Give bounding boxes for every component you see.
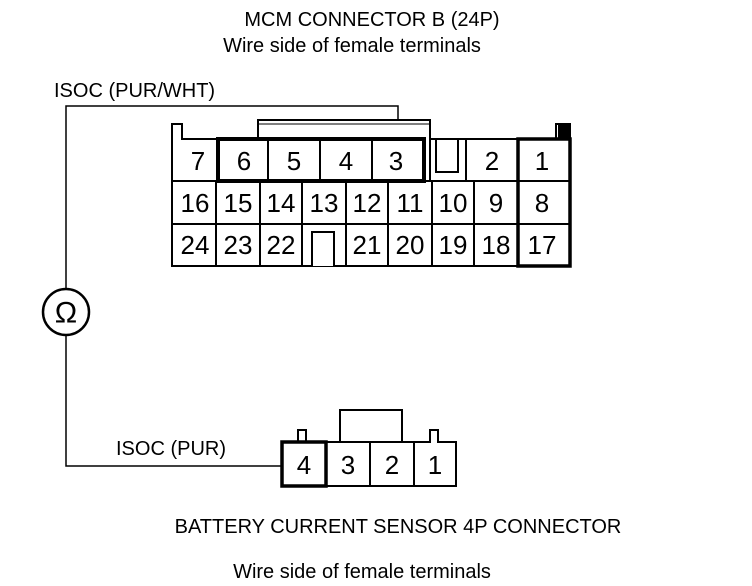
mcm-pin-3: 3	[389, 146, 403, 176]
mcm-pin-22: 22	[267, 230, 296, 260]
ohmmeter-icon: Ω	[41, 287, 91, 337]
mcm-pin-14: 14	[267, 188, 296, 218]
sensor-pin-1: 1	[428, 450, 442, 480]
mcm-wire-label: ISOC (PUR/WHT)	[54, 80, 215, 102]
mcm-pin-13: 13	[310, 188, 339, 218]
mcm-pin-16: 16	[181, 188, 210, 218]
mcm-pin-10: 10	[439, 188, 468, 218]
mcm-pin-7: 7	[191, 146, 205, 176]
sensor-connector-title: BATTERY CURRENT SENSOR 4P CONNECTOR	[175, 516, 622, 538]
mcm-pin-6: 6	[237, 146, 251, 176]
mcm-pin-21: 21	[353, 230, 382, 260]
mcm-connector-b: 7 6 5 4 3 2 1 16 15 14 13 12 11 10 9 8 2…	[171, 119, 572, 268]
sensor-pin-4: 4	[297, 450, 311, 480]
mcm-pin-11: 11	[397, 188, 424, 218]
mcm-connector-title: MCM CONNECTOR B (24P)	[244, 9, 499, 31]
mcm-pin-17: 17	[528, 230, 557, 260]
sensor-wire-label: ISOC (PUR)	[116, 438, 226, 460]
mcm-pin-23: 23	[224, 230, 253, 260]
ohm-symbol: Ω	[55, 297, 77, 330]
mcm-pin-15: 15	[224, 188, 253, 218]
sensor-pin-2: 2	[385, 450, 399, 480]
mcm-pin-24: 24	[181, 230, 210, 260]
mcm-pin-20: 20	[396, 230, 425, 260]
battery-current-sensor-connector: 4 3 2 1	[280, 409, 457, 488]
sensor-pin-3: 3	[341, 450, 355, 480]
mcm-pin-18: 18	[482, 230, 511, 260]
mcm-pin-1: 1	[535, 146, 549, 176]
mcm-connector-subtitle: Wire side of female terminals	[223, 35, 481, 57]
mcm-pin-12: 12	[353, 188, 382, 218]
mcm-pin-8: 8	[535, 188, 549, 218]
mcm-pin-19: 19	[439, 230, 468, 260]
mcm-pin-9: 9	[489, 188, 503, 218]
mcm-pin-2: 2	[485, 146, 499, 176]
mcm-pin-5: 5	[287, 146, 301, 176]
mcm-pin-4: 4	[339, 146, 353, 176]
sensor-connector-subtitle: Wire side of female terminals	[233, 561, 491, 583]
